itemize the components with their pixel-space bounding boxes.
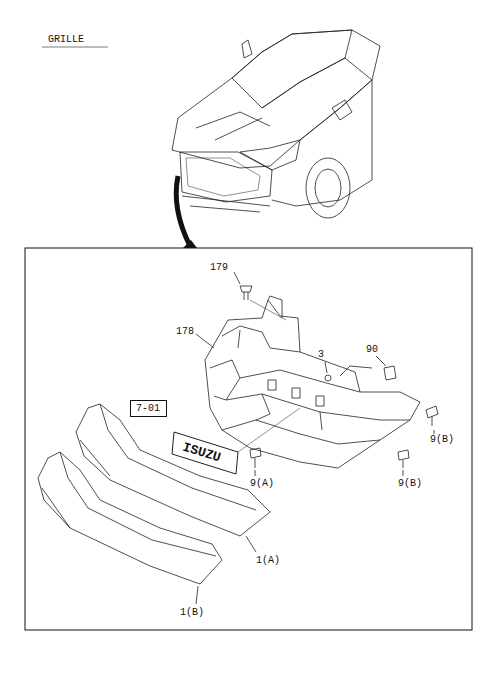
reference-number: 7-01: [136, 403, 160, 414]
callout-number: 178: [176, 326, 194, 337]
grille-panel: [205, 296, 420, 468]
callout-number: 9(B): [430, 434, 454, 445]
callout-number: 3: [318, 349, 324, 360]
emblem-text: ISUZU: [181, 441, 222, 466]
trim-lower: [38, 452, 222, 584]
reference-box: 7-01: [130, 400, 167, 417]
callout-number: 9(B): [398, 478, 422, 489]
callout-number: 90: [366, 344, 378, 355]
title: GRILLE: [48, 34, 84, 45]
callout-number: 9(A): [250, 478, 274, 489]
callout-number: 179: [210, 262, 228, 273]
vehicle-view: [172, 30, 380, 218]
callout-number: 1(A): [256, 555, 280, 566]
callout-number: 1(B): [180, 607, 204, 618]
